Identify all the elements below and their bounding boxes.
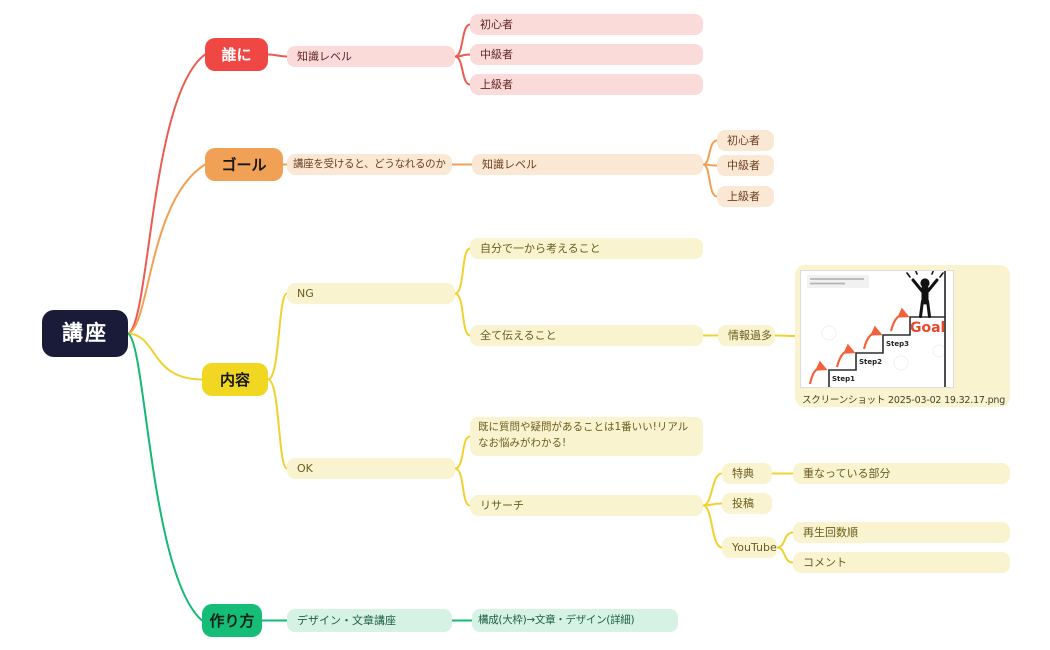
person-figure [906,270,944,318]
node-ng[interactable]: NG [287,283,455,304]
node-goal-intermediate[interactable]: 中級者 [717,155,774,176]
image-caption: スクリーンショット 2025-03-02 19.32.17.png [802,395,1006,406]
node-post[interactable]: 投稿 [722,493,772,514]
node-views[interactable]: 再生回数順 [793,522,1010,543]
connector [454,292,471,337]
node-goal-advanced[interactable]: 上級者 [717,186,774,207]
stock-image: Step1 Step2 Step3 Goal [800,270,954,388]
node-research[interactable]: リサーチ [470,495,703,516]
connector [774,334,796,337]
node-structure[interactable]: 構成(大枠)→文章・デザイン(詳細) [472,609,678,632]
node-comments[interactable]: コメント [793,552,1010,573]
node-ng-think[interactable]: 自分で一から考えること [470,238,703,259]
goal-label: Goal [910,320,945,336]
connector [702,139,718,166]
connector [267,378,288,470]
stock-image-illustration: Step1 Step2 Step3 Goal [807,270,946,387]
connector [702,163,718,198]
connector [776,531,794,549]
connector [127,53,206,335]
node-who-intermediate[interactable]: 中級者 [470,44,703,65]
watermark-text-block [807,275,869,288]
node-youtube[interactable]: YouTube [722,537,777,558]
node-who[interactable]: 誰に [205,38,268,71]
watermark-icons [821,325,946,371]
root-node[interactable]: 講座 [42,310,128,357]
node-info-overload[interactable]: 情報過多 [718,325,775,346]
connector [267,53,288,58]
connector [454,247,471,295]
connector [454,23,471,58]
connector [776,546,794,564]
connector [702,504,723,549]
node-goal[interactable]: ゴール [205,148,283,181]
connector [702,472,723,507]
connector [454,435,471,470]
node-howto[interactable]: 作り方 [202,604,262,637]
step1-label: Step1 [832,375,855,383]
connector [454,55,471,86]
hop-arrows [808,307,910,385]
node-goal-outcome[interactable]: 講座を受けると、どうなれるのか [287,154,452,175]
staircase [828,316,945,387]
image-node[interactable]: Step1 Step2 Step3 Goal [795,265,1010,407]
step2-label: Step2 [859,358,882,366]
node-goal-beginner[interactable]: 初心者 [717,130,774,151]
connector [127,332,203,622]
connector [127,163,206,335]
node-design-course[interactable]: デザイン・文章講座 [287,609,452,632]
node-who-beginner[interactable]: 初心者 [470,14,703,35]
node-goal-level[interactable]: 知識レベル [472,154,703,175]
node-overlap[interactable]: 重なっている部分 [793,463,1010,484]
node-ng-tell-all[interactable]: 全て伝えること [470,325,703,346]
node-ok[interactable]: OK [287,458,455,479]
node-who-advanced[interactable]: 上級者 [470,74,703,95]
connector [127,332,203,381]
step3-label: Step3 [886,340,909,348]
node-ok-questions[interactable]: 既に質問や疑問があることは1番いい!リアルなお悩みがわかる! [470,417,703,456]
node-content[interactable]: 内容 [202,363,268,396]
node-who-level[interactable]: 知識レベル [287,46,455,67]
connector [267,292,288,381]
connector [454,467,471,507]
node-tokuten[interactable]: 特典 [722,463,772,484]
